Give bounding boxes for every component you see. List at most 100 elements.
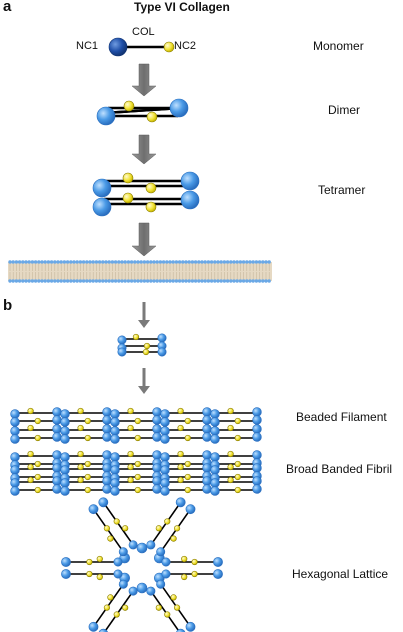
lipid-head [91,279,95,283]
lipid-head [30,279,35,283]
lipid-head [187,260,191,264]
nc2-globule [170,594,177,601]
lipid-head [81,260,86,264]
lipid-head [88,279,92,283]
nc-globule-blue [210,417,220,427]
lipid-head [181,260,185,264]
nc-globule-blue [61,569,71,579]
lipid-head [53,260,57,264]
nc-globule-blue [92,178,112,198]
nc2-globule [173,525,181,532]
lipid-head [37,279,41,283]
nc-globule-blue [210,465,220,475]
lipid-head [203,279,207,283]
lipid-head [75,260,79,264]
lipid-head [27,279,31,283]
lipid-head [62,260,67,264]
lipid-head [177,279,182,283]
lipid-head [200,279,204,283]
lipid-head [139,279,143,283]
lipid-head [213,260,217,264]
nc-globule-blue [52,463,62,473]
nc-globule-blue [146,586,156,596]
nc2-globule [122,525,129,532]
stage-label-beaded-filament: Beaded Filament [296,410,387,424]
lipid-head [21,260,25,264]
nc-globule-blue [117,335,127,345]
lipid-head [59,279,63,283]
lipid-head [85,260,89,264]
lipid-head [152,279,156,283]
lipid-head [142,279,147,283]
lipid-head [245,279,249,283]
nc-globule-blue [210,426,220,436]
lipid-head [197,279,201,283]
nc-globule-blue [156,579,166,589]
nc-globule-blue [252,450,262,460]
nc-globule-blue [161,557,171,567]
lipid-head [257,279,262,283]
lipid-head [123,260,127,264]
lipid-head [14,260,19,264]
nc2-globule [127,463,134,471]
lipid-head [113,260,118,264]
nc-globule-blue [160,452,170,462]
nc2-globule [184,486,191,494]
lipid-head [209,260,214,264]
nc2-globule [227,424,234,432]
nc-globule-blue [252,407,262,417]
nc2-globule [142,348,150,356]
lipid-head [117,279,121,283]
lipid-head [213,279,217,283]
nc-globule-blue [102,432,112,442]
nc-globule-blue [213,557,223,567]
nc-globule-blue [157,333,167,343]
nc2-globule [122,192,134,204]
nc2-globule [155,604,162,611]
lipid-head [264,279,268,283]
lipid-head [193,279,198,283]
nc-globule-blue [60,409,70,419]
nc-globule-blue [160,478,170,488]
nc-globule-blue [117,347,127,357]
nc2-globule [27,450,34,458]
lipid-head [110,279,115,283]
nc-globule-blue [136,582,148,594]
nc-globule-blue [61,557,71,567]
nc-globule-blue [202,432,212,442]
nc2-globule [227,463,234,471]
nc-globule-blue [210,434,220,444]
nc-globule-blue [10,426,20,436]
nc2-globule [234,460,241,468]
nc-globule-blue [92,197,112,217]
arrow-down-icon [131,222,157,257]
nc-globule-blue [152,415,162,425]
nc2-globule [163,41,175,53]
nc2-globule [34,417,41,425]
nc-globule-blue [128,586,138,596]
lipid-head [123,279,127,283]
lipid-head [190,260,195,264]
nc-globule-blue [110,465,120,475]
lipid-head [216,260,220,264]
lipid-head [11,279,15,283]
lipid-head [155,260,159,264]
nc-globule-blue [176,628,186,632]
nc-globule-blue [213,569,223,579]
lipid-head [184,260,188,264]
nc-globule-blue [118,579,128,589]
nc-globule-blue [60,465,70,475]
nc-globule-blue [202,424,212,434]
nc2-globule [127,424,134,432]
arrow-down-icon [138,386,150,394]
nc2-globule [84,473,91,481]
nc-globule-blue [10,465,20,475]
lipid-head [129,279,134,283]
stage-label-dimer: Dimer [328,103,360,117]
nc-globule-blue [110,434,120,444]
lipid-head [126,279,131,283]
nc-globule-blue [160,409,170,419]
lipid-head [216,279,220,283]
lipid-head [97,260,102,264]
nc2-globule [143,342,151,350]
